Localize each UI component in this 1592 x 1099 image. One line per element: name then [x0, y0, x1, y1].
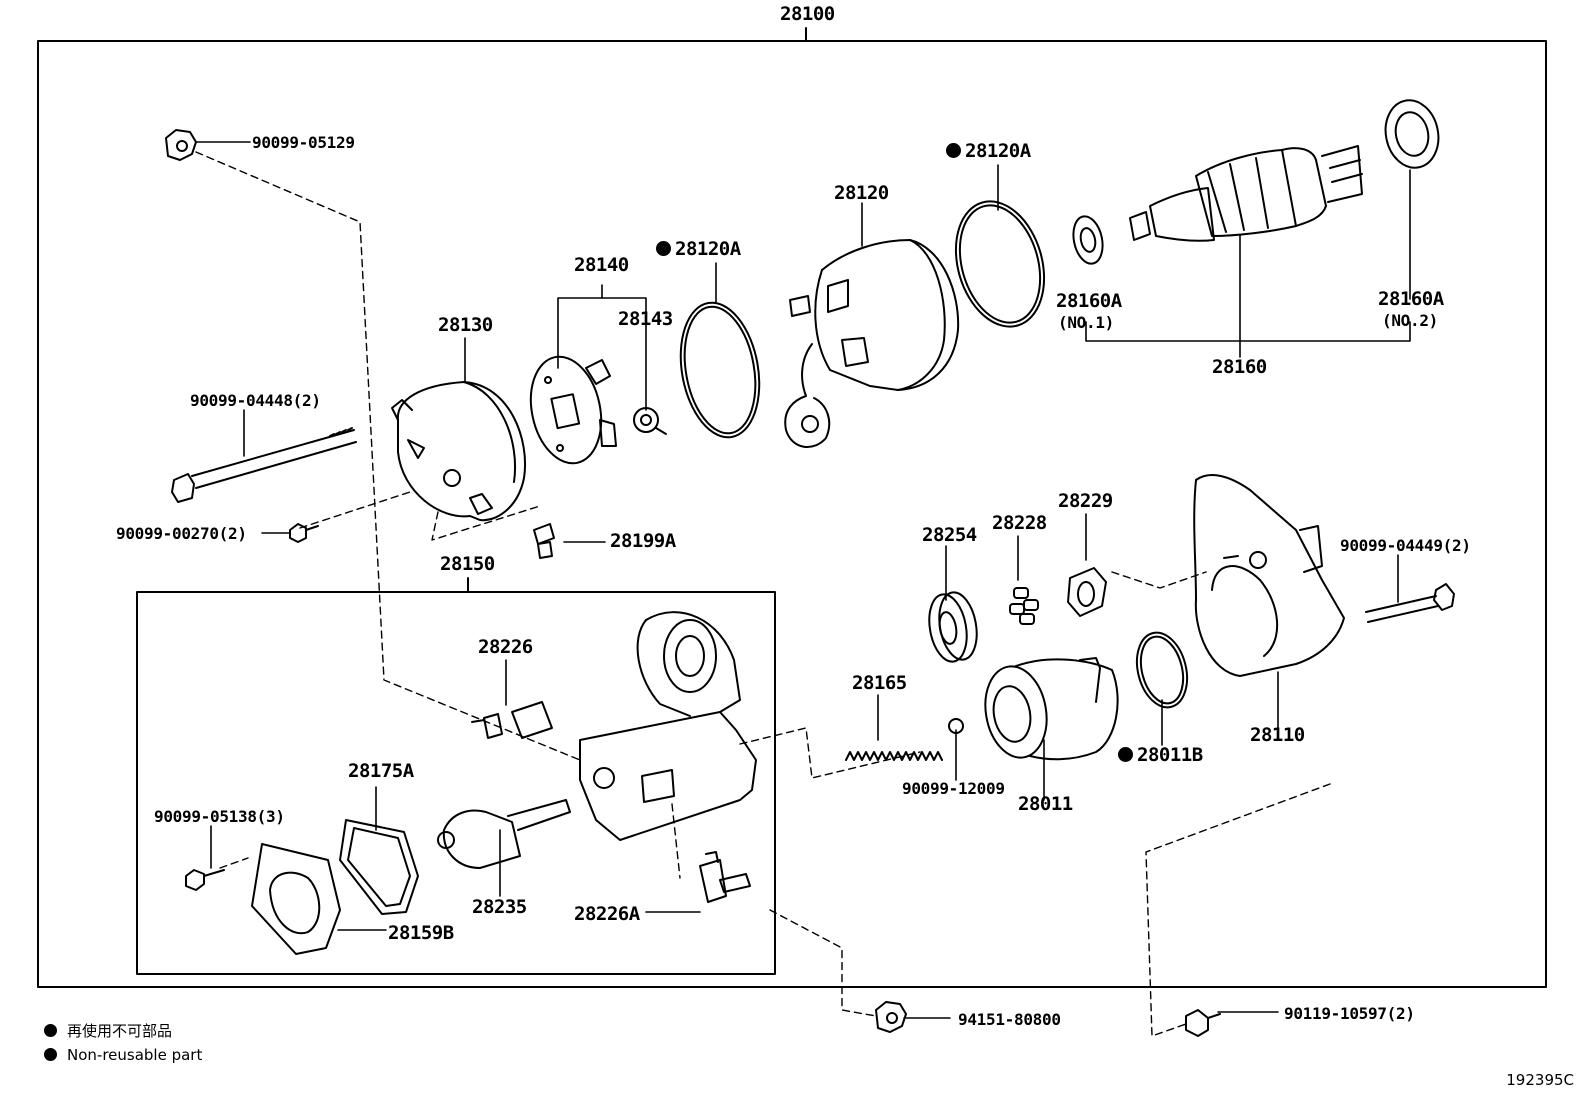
- gasket-28175A: [339, 819, 419, 915]
- label-28011B: 28011B: [1118, 744, 1203, 766]
- label-28228: 28228: [992, 512, 1047, 534]
- label-28120A-right: 28120A: [946, 140, 1031, 162]
- label-28120A-left-text: 28120A: [675, 238, 741, 260]
- terminal-28226A: [699, 851, 751, 903]
- label-28011: 28011: [1018, 793, 1073, 815]
- o-ring-28011B: [1135, 631, 1189, 709]
- o-ring-28120A-right: [954, 200, 1046, 328]
- legend-dot: [44, 1048, 57, 1061]
- label-28199A: 28199A: [610, 530, 676, 552]
- nut-94151-80800: [875, 1001, 907, 1033]
- legend-japanese: 再使用不可部品: [44, 1020, 172, 1041]
- screw-90099-05138: [185, 869, 225, 891]
- bearing-28160A-no2: [1384, 99, 1440, 169]
- label-28110: 28110: [1250, 724, 1305, 746]
- label-28165: 28165: [852, 672, 907, 694]
- label-28160A-no1: 28160A: [1056, 290, 1122, 312]
- non-reusable-marker: [1118, 747, 1133, 762]
- o-ring-28120A-left-inner: [683, 305, 757, 435]
- spring-28165: [845, 751, 943, 761]
- o-ring-28011B-inner: [1139, 635, 1185, 705]
- bolt-90099-04449: [1365, 583, 1455, 623]
- label-28175A: 28175A: [348, 760, 414, 782]
- label-90119-10597: 90119-10597(2): [1284, 1004, 1415, 1023]
- cover-28159B: [251, 843, 341, 955]
- label-90099-04448: 90099-04448(2): [190, 391, 321, 410]
- legend-english-text: Non-reusable part: [67, 1046, 203, 1064]
- label-28120A-right-text: 28120A: [965, 140, 1031, 162]
- retainer-28229: [1067, 567, 1107, 617]
- label-94151-80800: 94151-80800: [958, 1010, 1061, 1029]
- label-90099-00270: 90099-00270(2): [116, 524, 247, 543]
- housing-28110: [1193, 474, 1345, 677]
- label-28160A-no2: 28160A: [1378, 288, 1444, 310]
- legend-dot: [44, 1024, 57, 1037]
- bearing-28160A-no1: [1072, 215, 1104, 265]
- brush-holder-28140: [529, 355, 617, 465]
- gear-28254: [928, 591, 978, 663]
- assembly-dashed-paths: [195, 151, 1331, 1037]
- label-90099-12009: 90099-12009: [902, 779, 1005, 798]
- end-cover-28130: [391, 381, 526, 522]
- label-28160: 28160: [1212, 356, 1267, 378]
- non-reusable-marker: [656, 241, 671, 256]
- label-28130: 28130: [438, 314, 493, 336]
- label-90099-05138: 90099-05138(3): [154, 807, 285, 826]
- rollers-28228: [1009, 587, 1039, 625]
- switch-28226: [471, 701, 553, 739]
- o-ring-28120A-right-inner: [958, 204, 1042, 324]
- screw-90099-00270: [289, 523, 319, 543]
- label-28120: 28120: [834, 182, 889, 204]
- bolt-90119-10597: [1185, 1009, 1221, 1037]
- non-reusable-marker: [946, 143, 961, 158]
- label-28140: 28140: [574, 254, 629, 276]
- label-28143: 28143: [618, 308, 673, 330]
- solenoid-housing: [579, 611, 757, 841]
- legend-english: Non-reusable part: [44, 1046, 202, 1064]
- label-28254: 28254: [922, 524, 977, 546]
- armature-28160: [1129, 145, 1363, 242]
- label-28229: 28229: [1058, 490, 1113, 512]
- solenoid-subassembly-frame: [136, 591, 776, 975]
- label-90099-04449: 90099-04449(2): [1340, 536, 1471, 555]
- yoke-28120: [784, 239, 960, 448]
- label-28160A-no2-sub: (NO.2): [1382, 311, 1438, 330]
- ball-90099-12009: [948, 718, 964, 734]
- assembly-frame: [37, 40, 1547, 988]
- label-28159B: 28159B: [388, 922, 454, 944]
- brush-spring-28143: [633, 407, 667, 435]
- legend-japanese-text: 再使用不可部品: [67, 1022, 173, 1040]
- nut-90099-05129: [165, 129, 197, 161]
- plunger-28235: [437, 799, 571, 869]
- through-bolt-90099-04448: [171, 427, 357, 503]
- clutch-28011: [984, 657, 1119, 761]
- label-28160A-no1-sub: (NO.1): [1058, 313, 1114, 332]
- assembly-number-label: 28100: [780, 3, 835, 25]
- label-28226A: 28226A: [574, 903, 640, 925]
- gasket-28175A-inner: [347, 827, 411, 907]
- label-28011B-text: 28011B: [1137, 744, 1203, 766]
- label-90099-05129: 90099-05129: [252, 133, 355, 152]
- label-28150: 28150: [440, 553, 495, 575]
- leader-lines: [195, 141, 1411, 1019]
- label-28226: 28226: [478, 636, 533, 658]
- terminal-28199A: [533, 523, 555, 559]
- label-28235: 28235: [472, 896, 527, 918]
- o-ring-28120A-left: [679, 301, 761, 439]
- label-28120A-left: 28120A: [656, 238, 741, 260]
- figure-code: 192395C: [1506, 1071, 1574, 1089]
